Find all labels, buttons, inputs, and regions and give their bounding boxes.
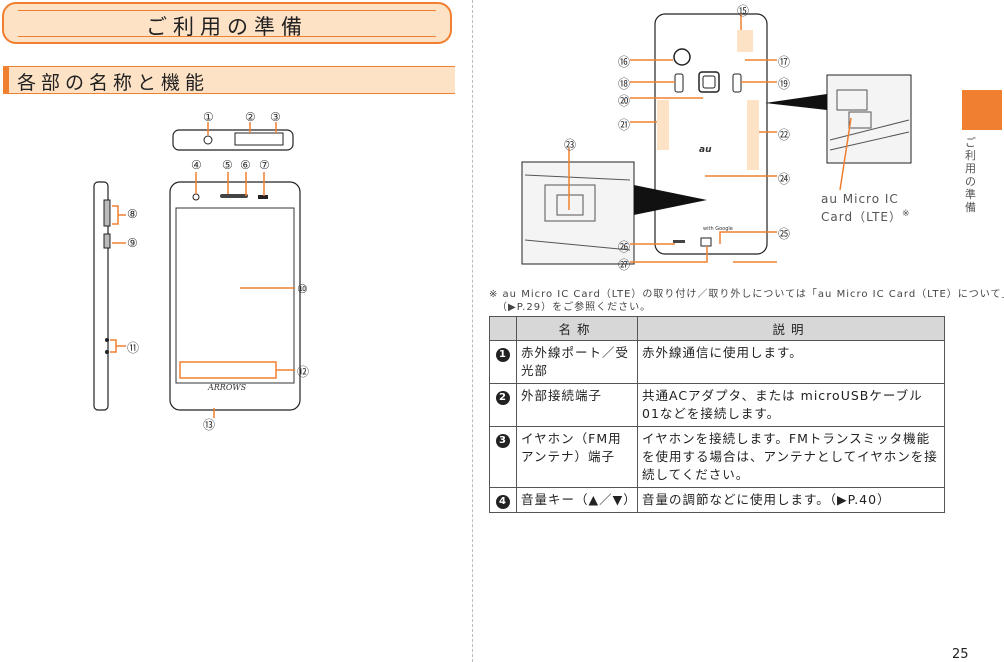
row-desc: 音量の調節などに使用します。（▶P.40） — [637, 487, 945, 513]
callout-6: ⑥ — [240, 158, 251, 172]
callout-5: ⑤ — [222, 158, 233, 172]
row-name: 外部接続端子 — [516, 383, 638, 427]
callout-9: ⑨ — [127, 236, 138, 250]
chapter-title: ご利用の準備 — [146, 15, 308, 39]
section-marker — [3, 67, 9, 93]
row-number: 1 — [496, 348, 510, 362]
callout-23: ㉓ — [564, 138, 577, 152]
callout-13: ⑬ — [203, 418, 216, 432]
row-number: 2 — [496, 391, 510, 405]
note-line-2: （▶P.29）をご参照ください。 — [497, 302, 652, 313]
phone-back-illustration: au with Google — [521, 13, 912, 265]
phone-front-illustration: ARROWS — [93, 122, 301, 418]
page-number: 25 — [952, 647, 969, 662]
callout-24: ㉔ — [778, 172, 791, 186]
row-desc: イヤホンを接続します。FMトランスミッタ機能を使用する場合は、アンテナとしてイヤ… — [637, 426, 945, 488]
callout-22: ㉒ — [778, 128, 791, 142]
row-name: 赤外線ポート／受光部 — [516, 340, 638, 384]
back-au-logo: au — [699, 145, 712, 155]
row-desc: 共通ACアダプタ、または microUSBケーブル01などを接続します。 — [637, 383, 945, 427]
table-header-name: 名称 — [516, 316, 638, 341]
note-line-1: ※ au Micro IC Card（LTE）の取り付け／取り外しについては「a… — [489, 289, 1004, 300]
column-divider — [472, 0, 473, 662]
sim-card-label: au Micro IC Card（LTE）※ — [821, 192, 911, 225]
table-row: 1 赤外線ポート／受光部 赤外線通信に使用します。 — [489, 340, 945, 384]
row-number: 3 — [496, 434, 510, 448]
callout-18: ⑱ — [618, 77, 631, 91]
callout-20: ⑳ — [618, 94, 631, 108]
chapter-tab — [962, 90, 1002, 130]
callout-2: ② — [245, 110, 256, 124]
callout-1: ① — [203, 110, 214, 124]
front-brand-logo: ARROWS — [207, 383, 247, 392]
callout-26: ㉖ — [618, 240, 631, 254]
callout-10: ⑩ — [297, 282, 308, 296]
callout-8: ⑧ — [127, 207, 138, 221]
table-row: 4 音量キー（▲／▼） 音量の調節などに使用します。（▶P.40） — [489, 487, 945, 513]
google-mark: with Google — [703, 226, 733, 232]
callout-11: ⑪ — [127, 341, 140, 355]
callout-25: ㉕ — [778, 227, 791, 241]
callout-17: ⑰ — [778, 55, 791, 69]
table-header-num — [489, 316, 517, 341]
callout-4: ④ — [191, 158, 202, 172]
callout-16: ⑯ — [618, 55, 631, 69]
table-row: 2 外部接続端子 共通ACアダプタ、または microUSBケーブル01などを接… — [489, 383, 945, 427]
callout-27: ㉗ — [618, 258, 631, 272]
section-title: 各部の名称と機能 — [17, 72, 210, 94]
chapter-title-box: ご利用の準備 — [2, 2, 452, 44]
row-number: 4 — [496, 495, 510, 509]
table-header-desc: 説明 — [637, 316, 945, 341]
callout-19: ⑲ — [778, 77, 791, 91]
callout-15: ⑮ — [737, 4, 750, 18]
sim-label-line1: au Micro IC — [821, 192, 899, 206]
callout-3: ③ — [270, 110, 281, 124]
callout-12: ⑫ — [297, 365, 310, 379]
table-row: 3 イヤホン（FM用アンテナ）端子 イヤホンを接続します。FMトランスミッタ機能… — [489, 426, 945, 488]
chapter-tab-label: ご利用の準備 — [965, 136, 976, 214]
section-header: 各部の名称と機能 — [3, 66, 455, 94]
row-name: イヤホン（FM用アンテナ）端子 — [516, 426, 638, 488]
row-name: 音量キー（▲／▼） — [516, 487, 638, 513]
row-desc: 赤外線通信に使用します。 — [637, 340, 945, 384]
callout-7: ⑦ — [259, 158, 270, 172]
sim-label-mark: ※ — [902, 209, 911, 219]
sim-label-line2: Card（LTE） — [821, 210, 903, 224]
parts-table: 名称 説明 1 赤外線ポート／受光部 赤外線通信に使用します。 2 外部接続端子… — [489, 316, 945, 513]
callout-21: ㉑ — [618, 118, 631, 132]
